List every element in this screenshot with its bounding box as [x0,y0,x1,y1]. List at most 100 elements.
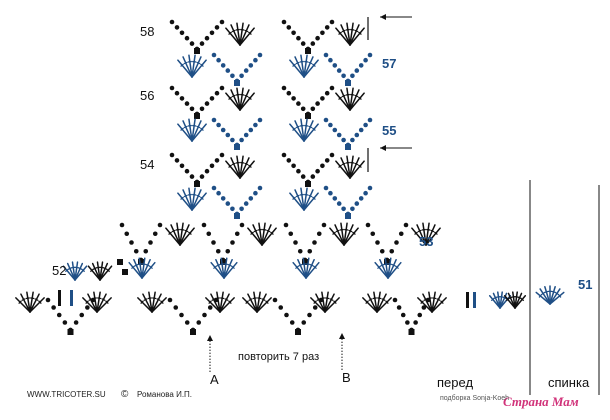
fan-crossbar [308,125,313,129]
fan-stroke [225,160,241,179]
fan-crossbar [350,161,355,164]
fan-crossbar [380,263,385,267]
fan-stroke [384,257,389,279]
chain-stitch [341,137,346,143]
fan-stroke [230,157,241,179]
chain-stitch [219,152,225,158]
chain-stitch [211,52,217,58]
fan-stroke [179,227,195,246]
fan-crossbar [292,63,297,67]
fan-stroke [376,293,387,313]
repeat-note: повторить 7 раз [238,351,320,363]
marker-b: B [342,370,351,385]
fan-crossbar [183,61,188,65]
fan-stroke [219,293,230,313]
chain-stitch [179,30,185,36]
chain-stitch [291,96,296,101]
fan-stroke [549,288,561,305]
fan-crossbar [304,124,309,127]
square-stitch [345,144,351,150]
fan-crossbar [341,162,346,166]
fan-crossbar [240,28,245,31]
fan-stroke [256,293,267,313]
fan-stroke [499,294,512,309]
fan-stroke [215,258,225,279]
fan-crossbar [299,124,304,127]
fan-crossbar [134,263,139,267]
fan-stroke [66,262,76,281]
chain-stitch [189,106,195,112]
chain-stitch [417,312,423,318]
fan-stroke [261,224,272,246]
fan-crossbar [240,161,245,164]
fan-crossbar [266,229,271,233]
fan-stroke [191,123,207,142]
fan-crossbar [292,196,297,200]
chain-stitch [400,312,406,318]
fan-stroke [256,291,261,313]
fan-stroke [133,258,143,279]
fan-stroke [349,92,365,111]
fan-crossbar [333,300,337,304]
fan-stroke [324,291,329,313]
fan-crossbar [196,194,201,198]
fan-stroke [141,258,151,279]
fan-crossbar [187,124,192,127]
fan-stroke [349,22,354,46]
fan-stroke [252,224,263,246]
fan-stroke [303,59,319,78]
fan-crossbar [187,231,192,235]
fan-crossbar [538,293,543,298]
fan-crossbar [311,127,316,131]
chain-stitch [297,248,303,254]
fan-stroke [343,224,354,246]
chain-stitch [220,127,226,133]
fan-crossbar [311,196,316,200]
fan-crossbar [231,29,236,33]
fan-stroke [387,258,397,279]
fan-crossbar [308,194,313,198]
fan-stroke [191,56,202,78]
fan-stroke [205,297,221,313]
chain-stitch [248,63,254,68]
fan-stroke [239,92,255,111]
fan-stroke [367,293,378,313]
fan-stroke [362,297,378,313]
fan-crossbar [351,231,356,235]
chain-stitch [211,240,216,245]
fan-stroke [349,155,354,179]
fan-stroke [62,265,76,281]
chain-stitch [143,248,149,254]
fan-stroke [82,297,98,313]
fan-stroke [379,258,389,279]
fan-stroke [74,262,84,281]
chain-stitch [328,57,333,63]
chain-stitch [243,132,249,138]
footer-author: Романова И.П. [137,390,193,399]
fan-stroke [96,293,107,313]
fan-crossbar [345,161,350,164]
fan-crossbar [97,297,102,300]
fan-stroke [239,155,244,179]
chain-stitch [133,248,139,254]
fan-stroke [303,189,314,211]
fan-crossbar [385,300,389,304]
fan-stroke [261,222,266,246]
square-stitch [117,259,123,265]
fan-crossbar [348,229,353,233]
fan-crossbar [420,300,424,304]
chain-stitch [336,201,342,206]
fan-stroke [182,120,193,142]
fan-crossbar [244,94,249,98]
chain-stitch [332,63,338,68]
fan-crossbar [140,300,144,304]
chain-stitch [243,201,249,206]
chain-stitch [257,117,263,123]
fan-stroke [176,222,181,246]
fan-stroke [310,297,326,313]
chain-stitch [202,312,207,318]
fan-stroke [87,293,98,313]
fan-crossbar [432,297,437,300]
fan-stroke [191,189,202,211]
chain-stitch [315,35,320,41]
